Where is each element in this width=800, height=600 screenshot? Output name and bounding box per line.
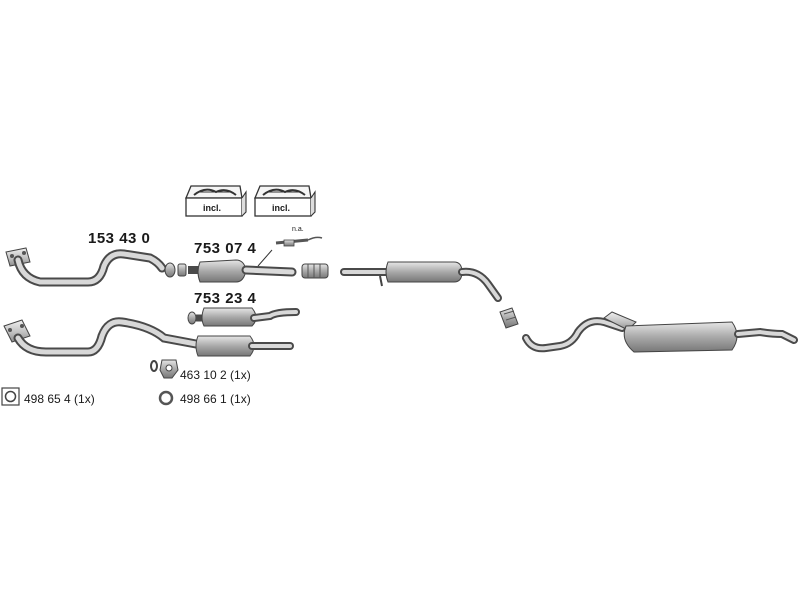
connector-clamp-part	[499, 307, 519, 329]
gasket-ring-label: 498 66 1 (1x)	[180, 392, 251, 406]
not-available-label: n.a.	[292, 226, 304, 233]
gasket-square-label: 498 65 4 (1x)	[24, 392, 95, 406]
flange-clamp	[177, 263, 187, 277]
flex-connector-part	[301, 263, 329, 279]
lower-front-pipe-assembly	[3, 317, 294, 357]
catalyst-a-label: 753 07 4	[194, 240, 257, 257]
pipe-front-label: 153 43 0	[88, 230, 151, 247]
gasket-square-part	[1, 387, 20, 406]
catalyst-b-label: 753 23 4	[194, 290, 257, 307]
centre-silencer-part	[340, 261, 502, 302]
clamp-part	[150, 359, 179, 379]
included-label-2: incl.	[272, 203, 291, 213]
catalyst-753234-part	[187, 307, 300, 327]
front-pipe-part	[5, 247, 176, 287]
included-label-1: incl.	[203, 203, 222, 213]
rear-silencer-part	[522, 311, 798, 353]
catalyst-753074-part	[188, 259, 297, 283]
clamp-label: 463 10 2 (1x)	[180, 368, 251, 382]
kit-box-2	[254, 185, 316, 217]
gasket-ring-part	[158, 390, 174, 406]
kit-box-1	[185, 185, 247, 217]
lambda-sensor	[257, 236, 323, 267]
